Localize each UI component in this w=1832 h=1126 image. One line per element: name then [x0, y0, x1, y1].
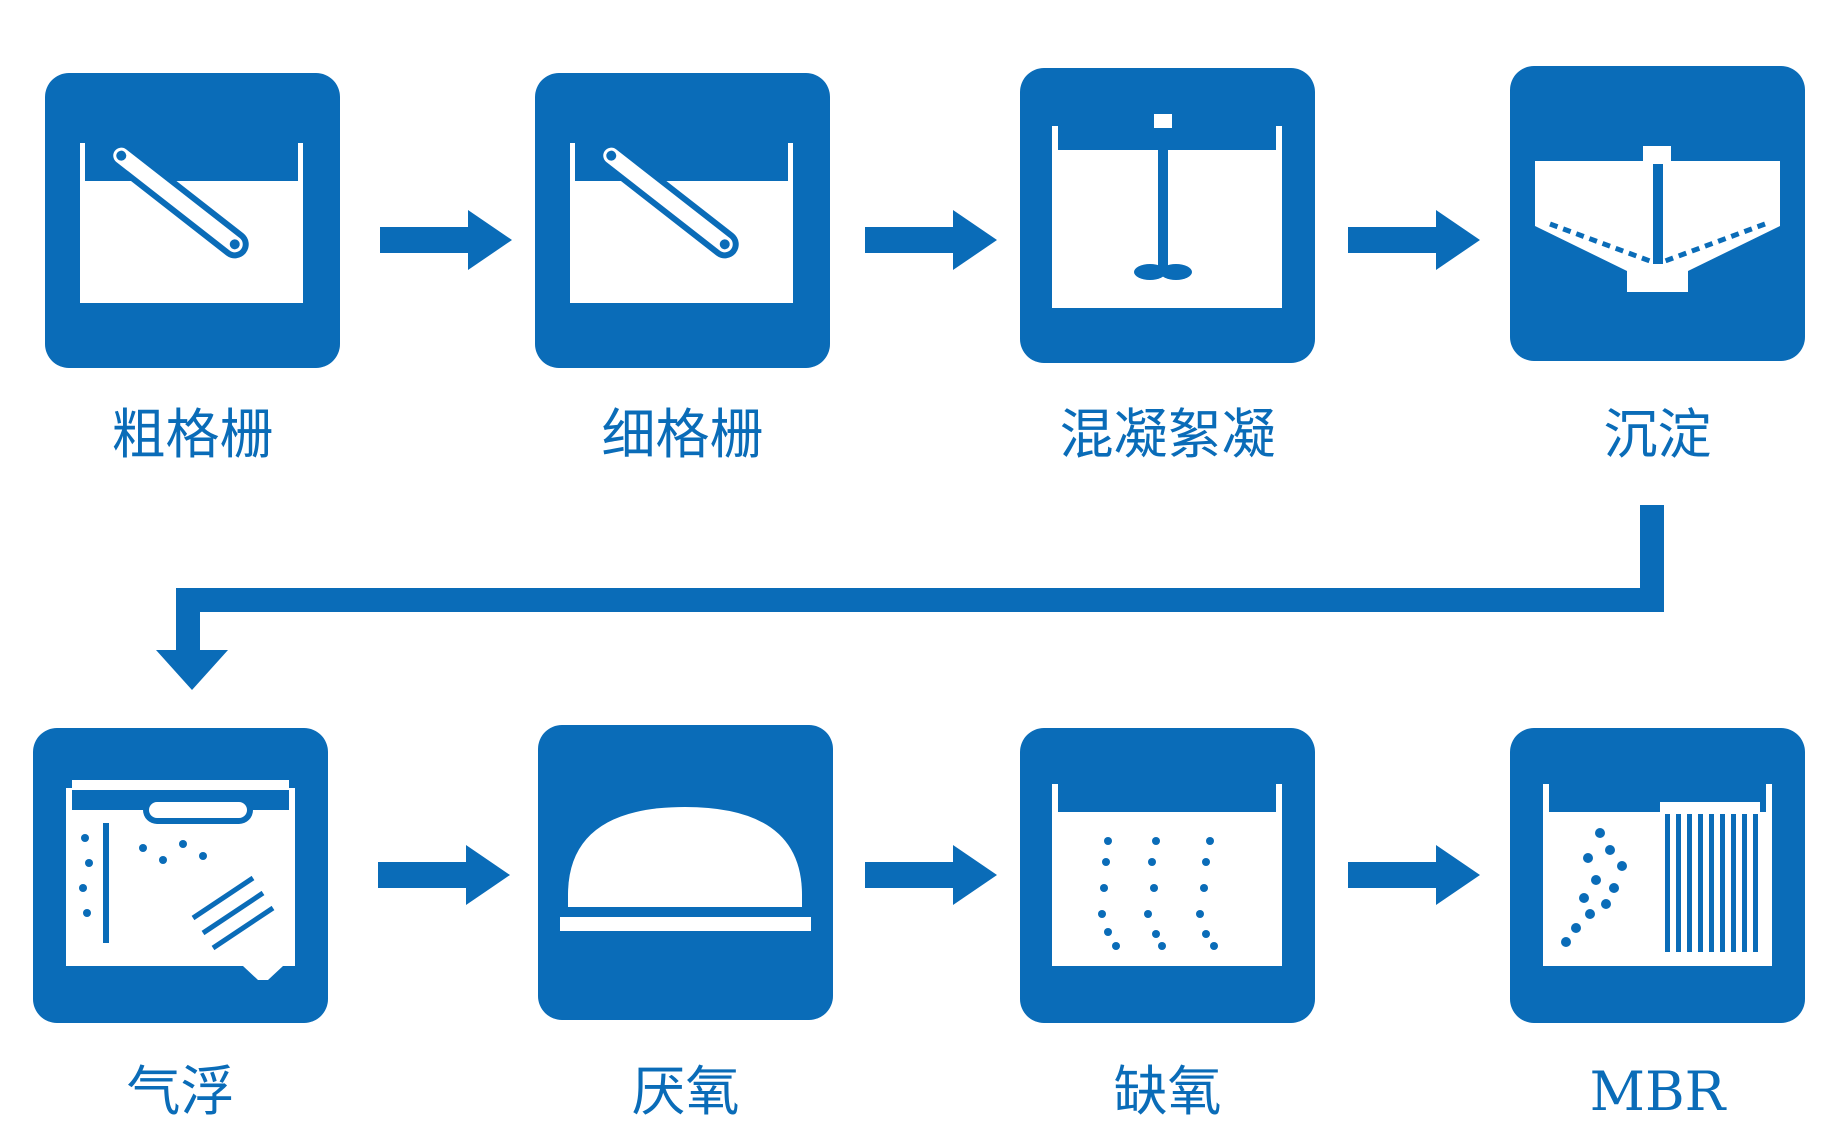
mbr-icon	[1543, 784, 1772, 966]
flow-arrow-1	[380, 210, 512, 270]
step-label-coagulation: 混凝絮凝	[1059, 403, 1276, 466]
step-label-mbr: MBR	[1589, 1060, 1726, 1123]
step-label-anaerobic: 厌氧	[631, 1060, 740, 1123]
step-label-air-flotation: 气浮	[126, 1060, 235, 1123]
coagulation-tile	[1020, 68, 1315, 363]
fine-screen-tile	[535, 73, 830, 368]
sedimentation-icon	[1535, 146, 1780, 292]
flow-arrow-6	[1348, 845, 1480, 905]
sedimentation-tile	[1510, 66, 1805, 361]
anoxic-tile	[1020, 728, 1315, 1023]
step-label-anoxic: 缺氧	[1113, 1060, 1222, 1123]
coarse-screen-icon	[80, 141, 303, 303]
anoxic-icon	[1052, 784, 1282, 966]
flow-arrow-4	[378, 845, 510, 905]
flow-arrow-2	[865, 210, 997, 270]
step-label-sedimentation: 沉淀	[1603, 403, 1712, 466]
step-label-fine-screen: 细格栅	[601, 403, 764, 466]
flow-arrow-5	[865, 845, 997, 905]
flow-arrow-3	[1348, 210, 1480, 270]
step-label-coarse-screen: 粗格栅	[111, 403, 274, 466]
anaerobic-icon	[560, 807, 811, 931]
coagulation-flocculation-icon	[1052, 114, 1282, 308]
fine-screen-icon	[570, 141, 793, 303]
air-flotation-tile	[33, 728, 328, 1023]
mbr-tile	[1510, 728, 1805, 1023]
anaerobic-tile	[538, 725, 833, 1020]
coarse-screen-tile	[45, 73, 340, 368]
air-flotation-icon	[66, 780, 295, 980]
